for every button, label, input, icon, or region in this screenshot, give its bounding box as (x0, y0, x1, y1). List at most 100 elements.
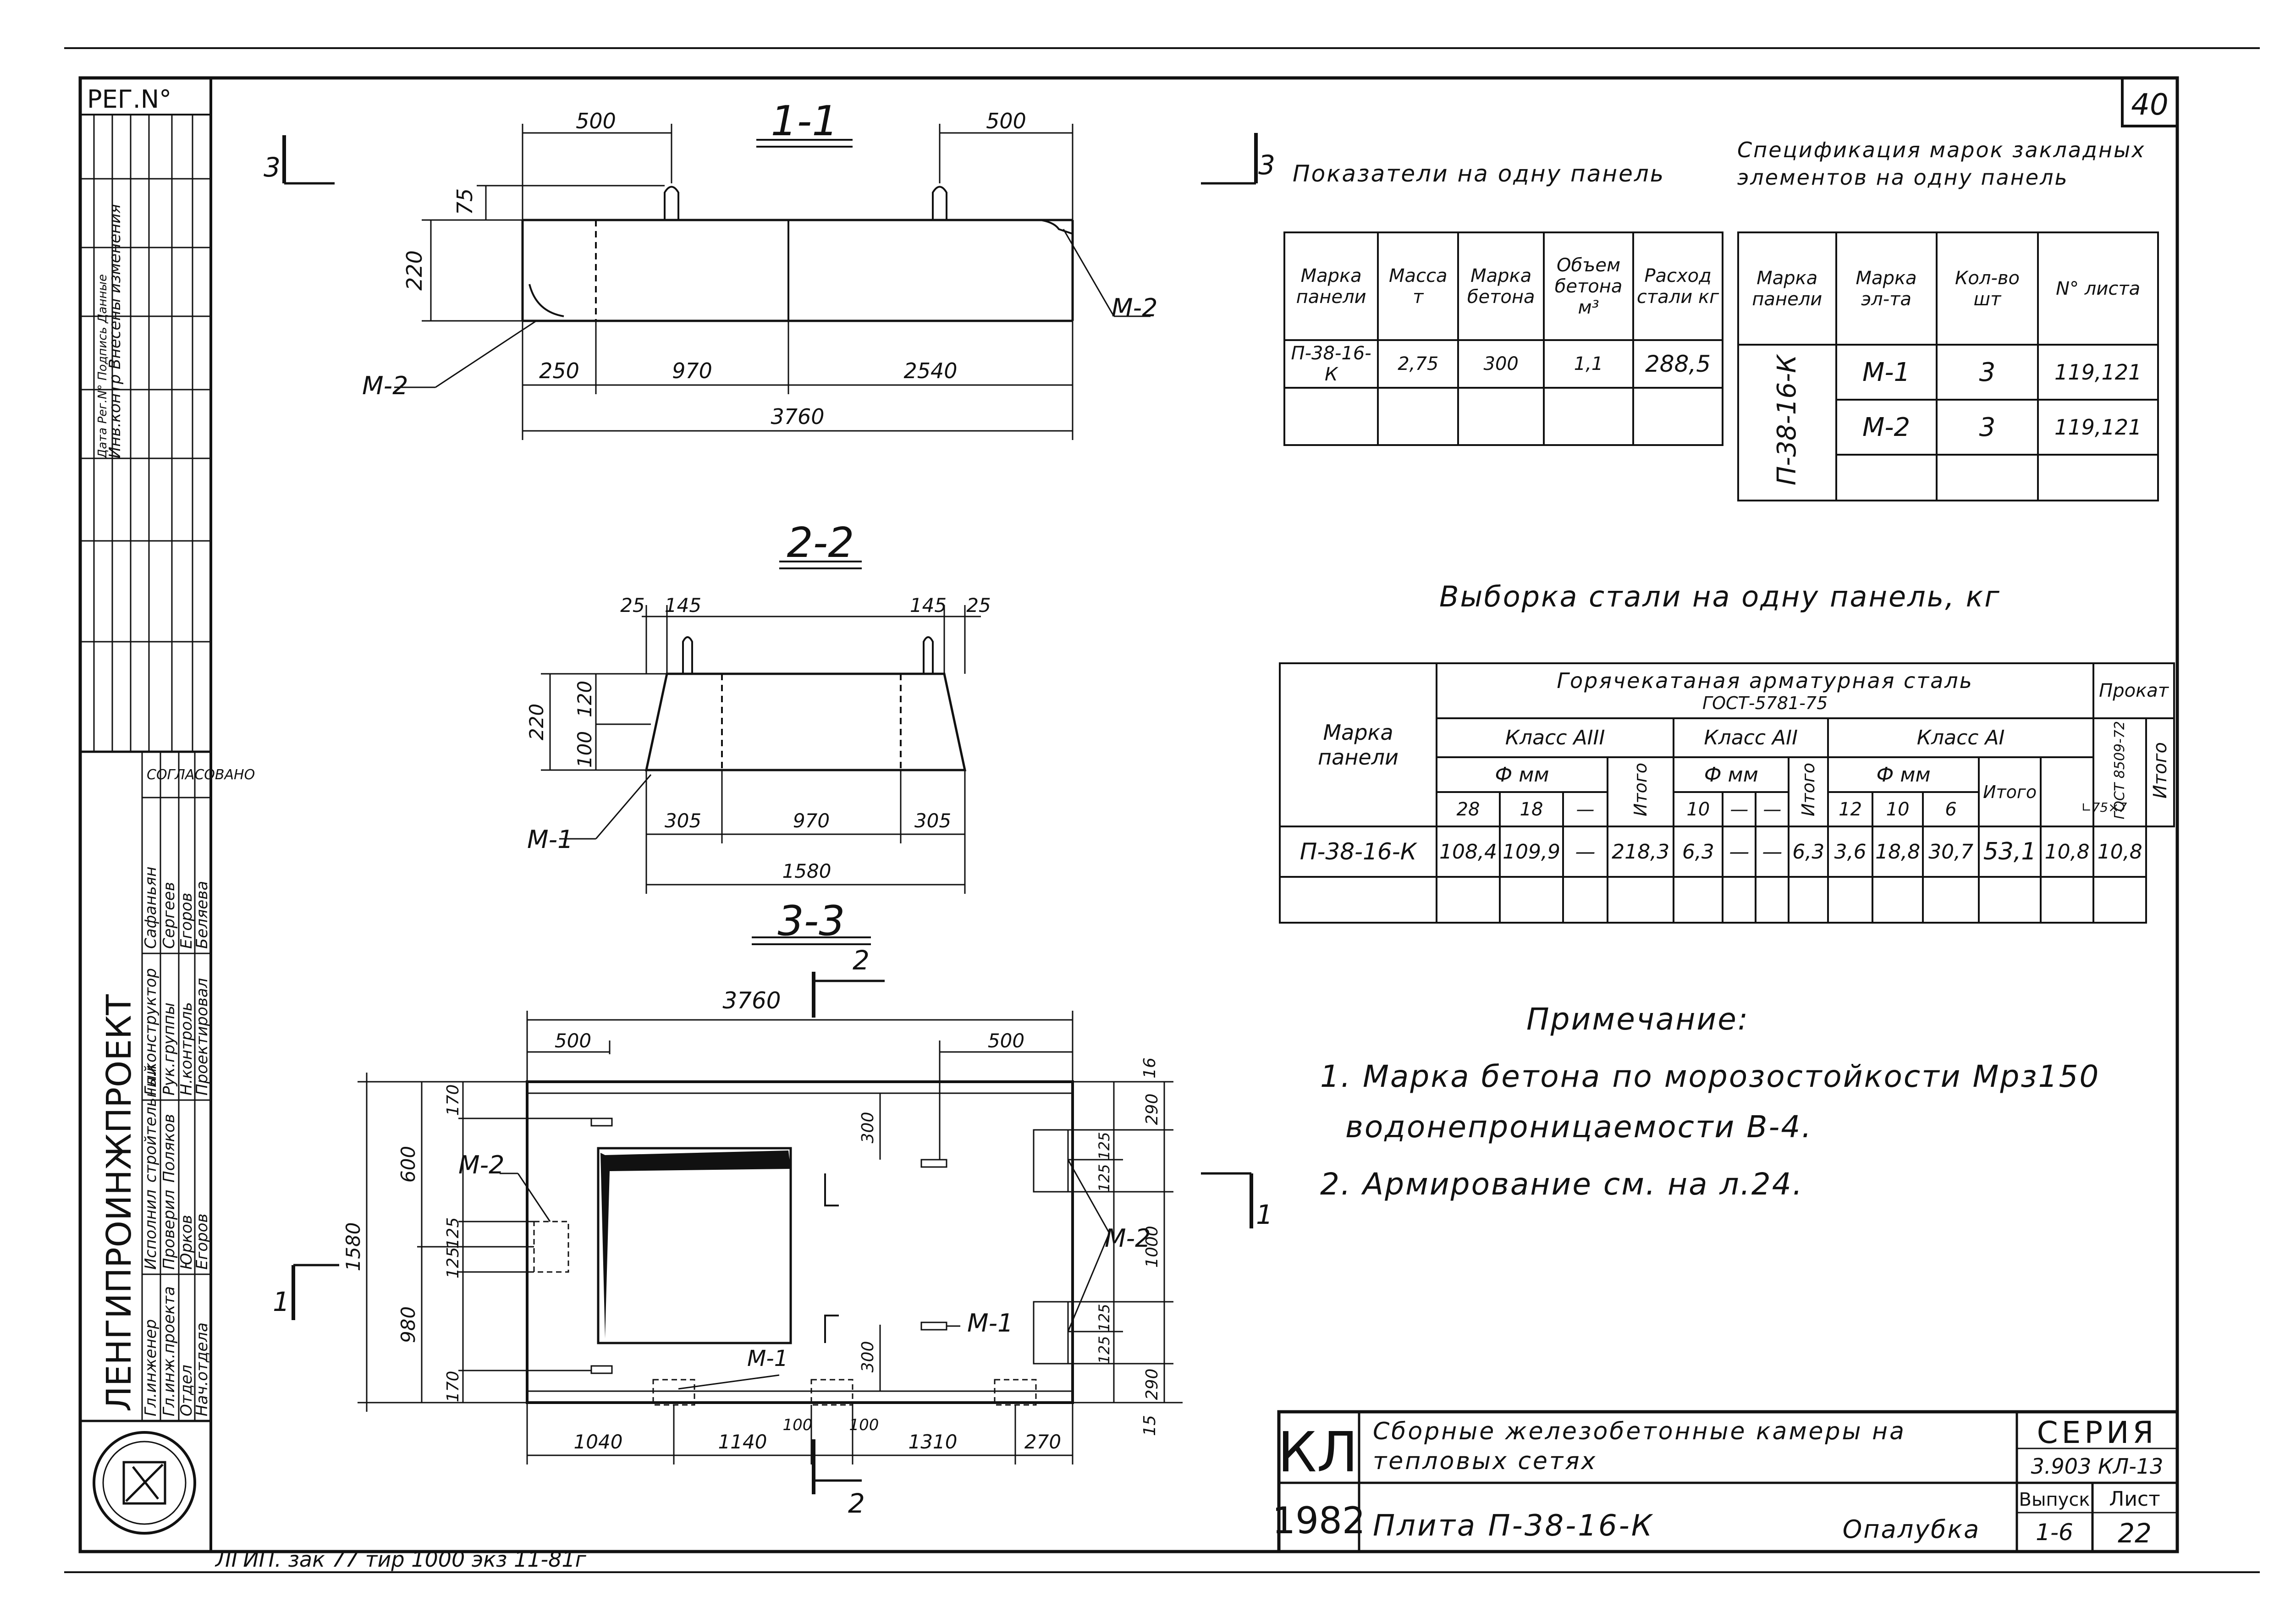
spec-empty-cell (1935, 454, 2039, 501)
section-markers (282, 133, 1258, 1494)
steel-phi-1: Ф мм (1827, 756, 1980, 793)
s3-dim-125-e: 125 (1096, 1304, 1113, 1332)
steel-empty-cell (2092, 876, 2147, 924)
s3-dim-1580: 1580 (342, 1222, 364, 1272)
s3-dim-500-right: 500 (988, 1029, 1024, 1052)
spec-empty-cell (1835, 454, 1938, 501)
role-5: Исполнил (142, 1189, 160, 1270)
s3-m2-right: М-2 (1105, 1224, 1151, 1253)
steel-empty-cell (1606, 876, 1675, 924)
steel-v1-c: 30,7 (1922, 826, 1980, 878)
role2-3: Отдел (177, 1365, 196, 1416)
s3-dim-1140: 1140 (718, 1431, 767, 1453)
marker-3-left: 3 (264, 152, 281, 183)
s3-dim-125-f: 125 (1096, 1336, 1113, 1364)
s2-dim-25-right: 25 (966, 594, 991, 617)
approved-name-4: Беляева (193, 881, 211, 949)
section-2-2 (541, 561, 981, 894)
steel-title: Выборка стали на одну панель, кг (1439, 580, 2001, 613)
role-6: Проверил (160, 1190, 178, 1270)
steel-header-hot: Горячекатаная арматурная сталь ГОСТ-5781… (1435, 662, 2095, 719)
indicators-table: Марка панели Масса т Марка бетона Объем … (1283, 231, 1723, 446)
s3-dim-270: 270 (1024, 1431, 1061, 1453)
ind-value-concrete: 300 (1457, 339, 1545, 389)
reg-label: РЕГ.N° (87, 85, 171, 114)
spec-table: Марка панели Марка эл-та Кол-во шт N° ли… (1737, 231, 2159, 501)
steel-v2-c: — (1755, 826, 1790, 878)
notes-title: Примечание: (1526, 1002, 1750, 1037)
page-number: 40 (2131, 88, 2168, 122)
s3-dim-15: 15 (1140, 1415, 1159, 1436)
steel-d2-b: — (1722, 791, 1757, 828)
ind-value-mass: 2,75 (1377, 339, 1459, 389)
steel-rolled-total-head: Итого (2145, 717, 2175, 828)
s2-dim-970: 970 (793, 809, 830, 832)
ind-header-mass: Масса т (1377, 231, 1459, 341)
steel-v2-b: — (1722, 826, 1757, 878)
ind-empty-cell (1457, 387, 1545, 446)
marker-1-right: 1 (1256, 1199, 1273, 1230)
s2-dim-120: 120 (573, 681, 596, 717)
ind-empty-cell (1632, 387, 1723, 446)
s1-dim-75: 75 (452, 188, 477, 215)
steel-d3-a: 28 (1436, 791, 1501, 828)
spec-row-2-sheet: 119,121 (2037, 399, 2159, 456)
s3-title: 3-3 (778, 897, 845, 945)
s2-dim-220: 220 (525, 704, 548, 740)
steel-header-panel: Марка панели (1279, 662, 1437, 828)
s2-dim-145-left: 145 (665, 594, 701, 617)
steel-empty-cell (1978, 876, 2042, 924)
s3-dim-125-c: 125 (1096, 1132, 1113, 1160)
steel-d2-c: — (1755, 791, 1790, 828)
issue-number: 1-6 (2036, 1519, 2073, 1546)
name2-1: Юрков (177, 1215, 196, 1270)
issue-label: Выпуск (2019, 1489, 2090, 1510)
steel-d1-c: 6 (1922, 791, 1980, 828)
spec-row-1-qty: 3 (1935, 344, 2039, 401)
sheet-frame (64, 47, 2260, 1553)
s3-dim-500-left: 500 (555, 1029, 591, 1052)
steel-d3-c: — (1562, 791, 1608, 828)
steel-empty-cell (1788, 876, 1829, 924)
s3-dim-125-a: 125 (444, 1217, 463, 1249)
steel-empty-cell (1673, 876, 1724, 924)
s2-dim-total: 1580 (782, 860, 831, 882)
title-year: 1982 (1272, 1499, 1366, 1542)
org-name: ЛЕНГИПРОИНЖПРОЕКТ (99, 994, 139, 1412)
steel-rolled-gost: ГОСТ 8509-72 (2092, 717, 2147, 828)
series-number: 3.903 КЛ-13 (2031, 1454, 2164, 1479)
left-strip-texts: Инв.контр Внесены изменения Дата Рег.N° … (96, 204, 255, 1416)
s2-dim-100: 100 (573, 731, 596, 768)
s3-dim-top-total: 3760 (722, 987, 781, 1014)
steel-v1-a: 3,6 (1827, 826, 1874, 878)
section-1-1 (394, 124, 1151, 440)
ind-header-concrete: Марка бетона (1457, 231, 1545, 341)
steel-d2-a: 10 (1673, 791, 1724, 828)
role-3: Н.контроль (177, 1002, 196, 1096)
s1-dim-500-right: 500 (986, 109, 1026, 133)
title-code: КЛ (1277, 1421, 1358, 1485)
s2-m1: М-1 (527, 825, 573, 854)
s3-dim-1040: 1040 (574, 1431, 623, 1453)
title-desc-1: Сборные железобетонные камеры на (1373, 1418, 1906, 1445)
steel-empty-cell (1722, 876, 1757, 924)
role2-2: Гл.инж.проекта (160, 1286, 178, 1416)
marker-1-left: 1 (273, 1286, 290, 1317)
role2-4: Нач.отдела (193, 1322, 211, 1416)
note-line-3: 2. Армирование см. на л.24. (1320, 1167, 1804, 1202)
steel-empty-cell (1755, 876, 1790, 924)
steel-itogo-3-text: Итого (1630, 763, 1651, 817)
sheet-number: 22 (2118, 1518, 2152, 1549)
s3-dim-1310: 1310 (908, 1431, 958, 1453)
s3-dim-170-bottom: 170 (444, 1371, 463, 1403)
s3-dim-300-top: 300 (859, 1112, 877, 1144)
ind-header-volume: Объем бетона м³ (1543, 231, 1635, 341)
s1-dim-220: 220 (402, 250, 427, 291)
steel-table: Марка панели Горячекатаная арматурная ст… (1279, 662, 2175, 924)
ind-value-volume: 1,1 (1543, 339, 1635, 389)
ind-value-mark: П-38-16-К (1283, 339, 1379, 389)
s1-dim-total: 3760 (771, 404, 824, 429)
steel-v2-a: 6,3 (1673, 826, 1724, 878)
section-1-1-labels: 1-1 500 500 75 220 250 970 2540 3760 М-2… (362, 97, 1157, 429)
steel-empty-cell (1922, 876, 1980, 924)
